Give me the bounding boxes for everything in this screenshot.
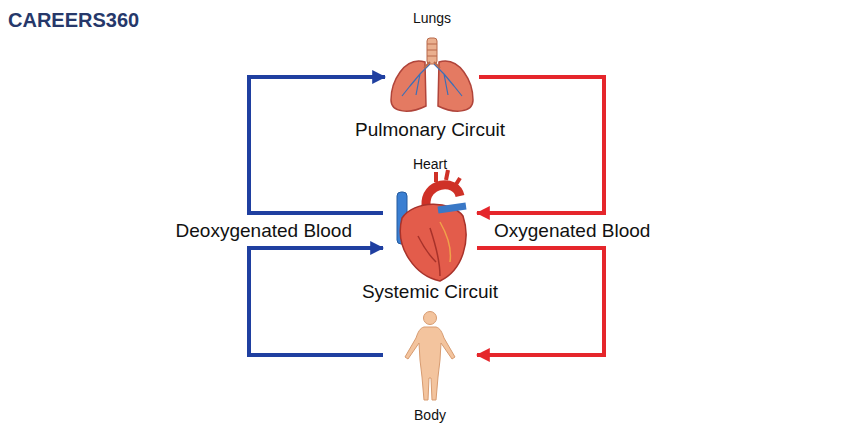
circuit-name: Pulmonary Circuit [355,118,505,141]
blood-flow-arrow [477,77,604,213]
blood-flow-arrow [249,77,385,213]
lungs-illustration [391,38,473,111]
blood-label: Oxygenated Blood [494,219,650,242]
organ-node: Heart [386,156,474,284]
circuit-name: Systemic Circuit [362,280,498,303]
organ-node: Body [386,306,474,424]
body-illustration [405,312,455,401]
organ-node: Lungs [388,10,476,114]
brand-logo: CAREERS360 [8,8,139,32]
heart-illustration [397,170,466,281]
organ-name: Lungs [413,10,451,27]
blood-label: Deoxygenated Blood [176,219,352,242]
organ-name: Body [414,407,446,424]
organ-name: Heart [413,156,447,173]
